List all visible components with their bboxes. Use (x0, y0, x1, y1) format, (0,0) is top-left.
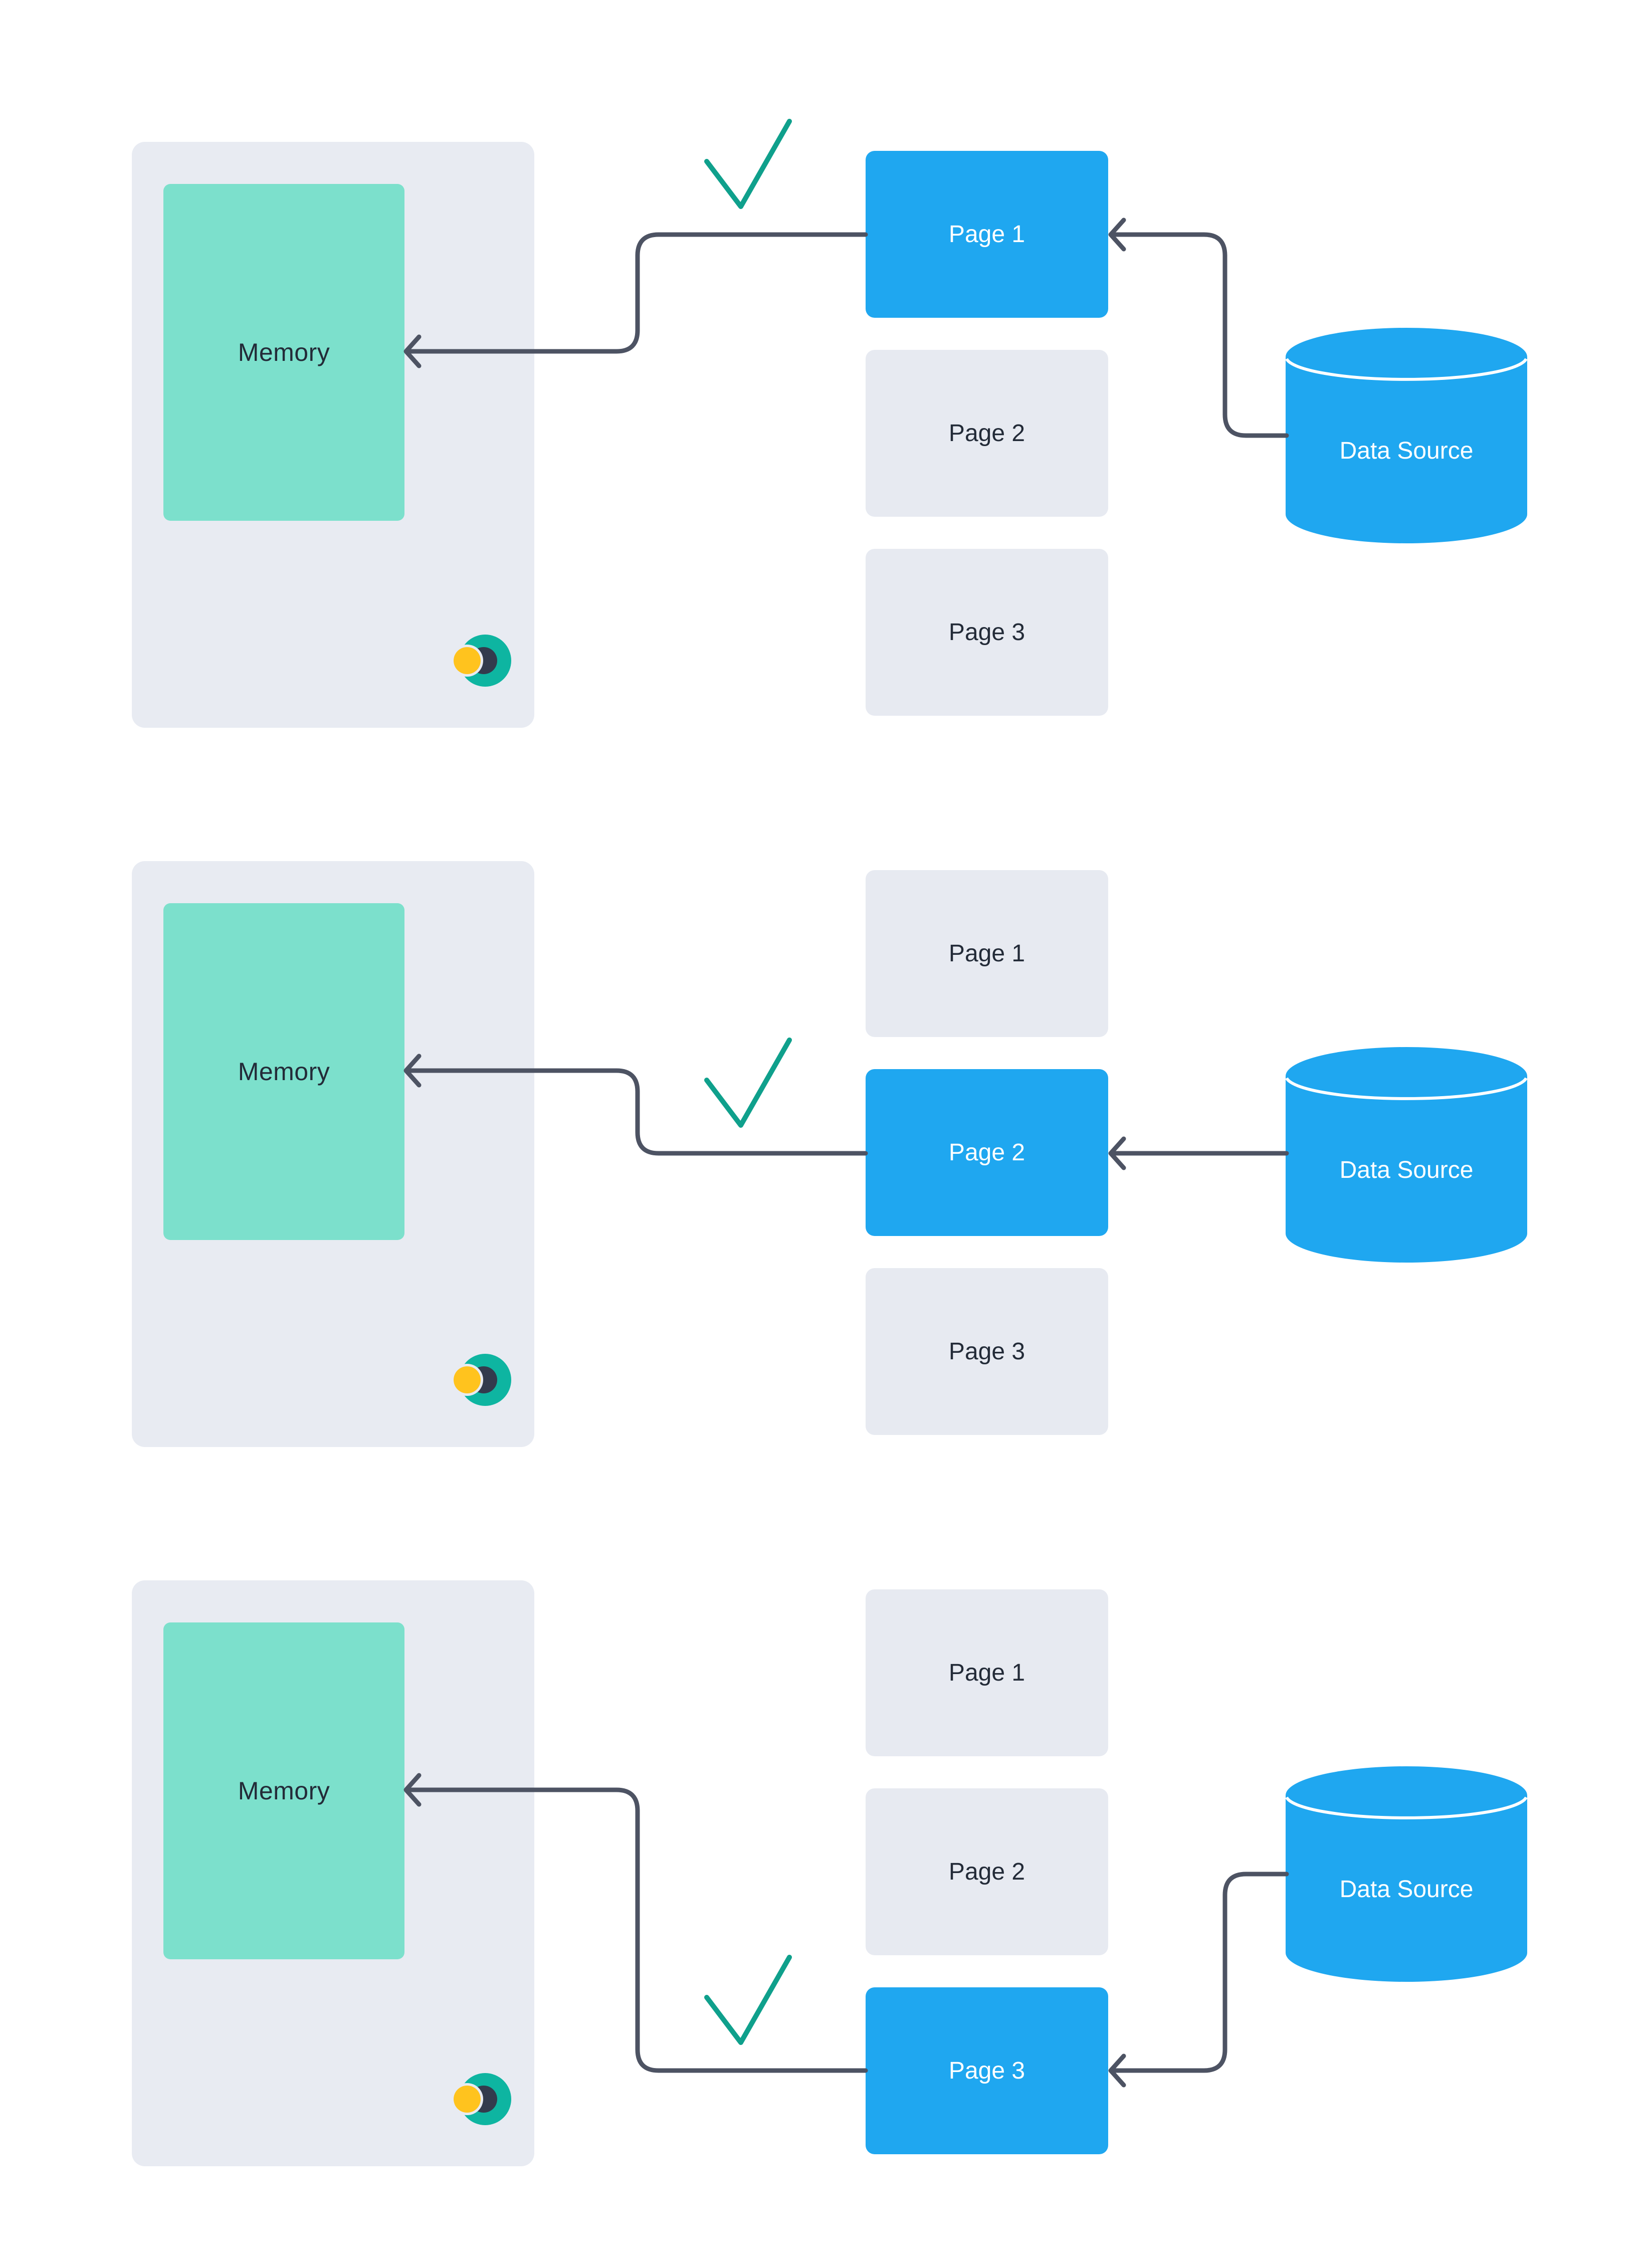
page-2-label: Page 2 (948, 420, 1025, 447)
educative-logo-icon (451, 2073, 511, 2125)
educative-logo-icon (451, 1354, 511, 1406)
page-3-box: Page 3 (866, 1987, 1108, 2154)
page-1-box: Page 1 (866, 1589, 1108, 1756)
page-2-box: Page 2 (866, 1069, 1108, 1236)
data-source-label: Data Source (1339, 437, 1474, 464)
page-1-label: Page 1 (948, 940, 1025, 967)
page-1-box: Page 1 (866, 151, 1108, 318)
educative-logo-icon (451, 635, 511, 687)
memory-label: Memory (238, 1058, 330, 1086)
memory-box: Memory (163, 903, 404, 1240)
memory-container: Memory (132, 1580, 534, 2166)
database-cylinder-icon (1286, 1047, 1527, 1263)
page-1-label: Page 1 (948, 221, 1025, 248)
page-2-box: Page 2 (866, 1788, 1108, 1955)
data-source-cylinder: Data Source (1286, 1047, 1527, 1263)
memory-container: Memory (132, 142, 534, 728)
data-source-cylinder: Data Source (1286, 1766, 1527, 1982)
page-2-box: Page 2 (866, 350, 1108, 517)
page-3-label: Page 3 (948, 1338, 1025, 1365)
page-3-label: Page 3 (948, 2058, 1025, 2084)
memory-box: Memory (163, 1622, 404, 1959)
data-source-label: Data Source (1339, 1876, 1474, 1903)
data-source-cylinder: Data Source (1286, 328, 1527, 543)
memory-container: Memory (132, 861, 534, 1447)
row-page3-loaded: Memory Page 1 Page 2 Page 3 Data Sou (0, 1580, 1652, 2166)
database-cylinder-icon (1286, 1766, 1527, 1982)
page-3-box: Page 3 (866, 1268, 1108, 1435)
database-cylinder-icon (1286, 328, 1527, 543)
memory-label: Memory (238, 1777, 330, 1805)
data-source-label: Data Source (1339, 1156, 1474, 1183)
page-2-label: Page 2 (948, 1859, 1025, 1885)
page-3-label: Page 3 (948, 619, 1025, 646)
page-1-label: Page 1 (948, 1660, 1025, 1686)
page-3-box: Page 3 (866, 549, 1108, 716)
page-1-box: Page 1 (866, 870, 1108, 1037)
page-2-label: Page 2 (948, 1139, 1025, 1166)
row-page1-loaded: Memory Page 1 Page 2 Page 3 Data Sou (0, 142, 1652, 728)
memory-label: Memory (238, 338, 330, 366)
memory-box: Memory (163, 184, 404, 521)
row-page2-loaded: Memory Page 1 Page 2 Page 3 Data Sou (0, 861, 1652, 1447)
